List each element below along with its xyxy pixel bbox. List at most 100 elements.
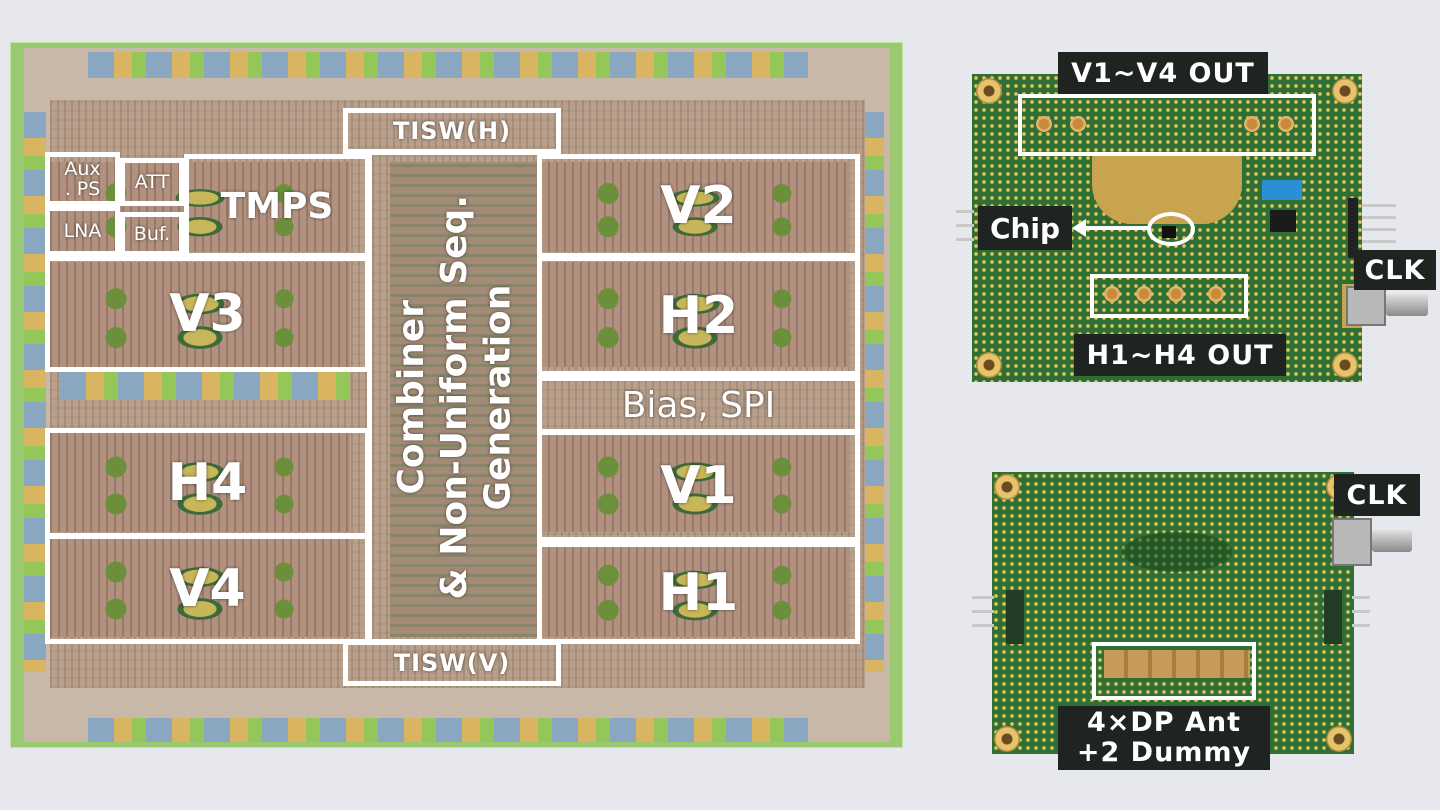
- v-out-label: V1~V4 OUT: [1058, 52, 1268, 94]
- mount-hole: [994, 474, 1020, 500]
- block-h1-label: H1: [658, 563, 739, 623]
- side-header: [1324, 590, 1342, 644]
- chip-arrow-shaft: [1084, 226, 1148, 230]
- block-buf: Buf.: [120, 212, 184, 256]
- mount-hole: [976, 352, 1002, 378]
- v-out-label-text: V1~V4 OUT: [1071, 57, 1255, 89]
- pad-row-mid-left: [60, 372, 350, 400]
- block-tmps-label: TMPS: [220, 185, 334, 227]
- clk-label-top: CLK: [1354, 250, 1436, 290]
- block-att-label: ATT: [134, 171, 170, 193]
- tile-h2: [540, 262, 850, 367]
- pin: [972, 610, 994, 613]
- tile-v3: [50, 262, 350, 367]
- chip-label: Chip: [978, 206, 1072, 250]
- mount-hole: [1332, 352, 1358, 378]
- clk-label-bottom: CLK: [1334, 474, 1420, 516]
- block-h2-label: H2: [658, 286, 739, 346]
- pin: [972, 596, 994, 599]
- block-lna-label: LNA: [63, 220, 102, 242]
- block-v3-label: V3: [169, 284, 246, 344]
- block-att: ATT: [120, 158, 184, 206]
- chip-arrow-head: [1072, 219, 1086, 237]
- pin: [1362, 240, 1396, 243]
- block-tisw-h: TISW(H): [343, 108, 561, 154]
- antenna-label: 4×DP Ant +2 Dummy: [1058, 706, 1270, 770]
- tile-v2: [540, 162, 850, 252]
- trimmer-component: [1262, 180, 1302, 200]
- sma-pad: [1278, 116, 1294, 132]
- antenna-label-line1: 4×DP Ant: [1086, 707, 1242, 738]
- pad-ring-bottom: [88, 718, 808, 742]
- sma-pad: [1104, 286, 1120, 302]
- pin: [972, 624, 994, 627]
- pin: [956, 238, 974, 241]
- block-lna: LNA: [45, 206, 120, 256]
- mount-hole: [1326, 726, 1352, 752]
- clk-sma-barrel: [1386, 294, 1428, 316]
- block-combiner-label: Combiner & Non-Uniform Seq. Generation: [390, 194, 519, 600]
- chip-label-text: Chip: [989, 211, 1061, 245]
- block-aux-ps: Aux . PS: [45, 152, 120, 206]
- side-header: [1006, 590, 1024, 644]
- sma-pad: [1036, 116, 1052, 132]
- pad-ring-left: [24, 112, 46, 672]
- block-combiner: Combiner & Non-Uniform Seq. Generation: [367, 150, 542, 644]
- block-v1-label: V1: [660, 456, 737, 516]
- mount-hole: [1332, 78, 1358, 104]
- v-out-outline: [1018, 94, 1316, 156]
- tile-v4: [50, 537, 350, 637]
- block-v4: V4: [45, 534, 370, 644]
- ground-plane-shadow: [1122, 532, 1232, 572]
- block-v2: V2: [537, 154, 860, 258]
- h-out-label-text: H1~H4 OUT: [1086, 339, 1274, 371]
- block-tisw-h-label: TISW(H): [392, 117, 512, 145]
- pin: [1352, 610, 1370, 613]
- pin: [1362, 204, 1396, 207]
- pin: [1352, 596, 1370, 599]
- tile-v1: [540, 432, 850, 532]
- block-tmps: TMPS: [184, 154, 370, 258]
- block-tisw-v: TISW(V): [343, 640, 561, 686]
- clk-sma-barrel: [1372, 530, 1412, 552]
- tile-combiner: [390, 162, 540, 637]
- clk-sma-connector: [1332, 518, 1372, 566]
- block-bias-spi: Bias, SPI: [537, 376, 860, 434]
- block-v1: V1: [537, 430, 860, 542]
- sma-pad: [1136, 286, 1152, 302]
- pin-header: [1348, 198, 1358, 258]
- block-h4-label: H4: [167, 453, 248, 513]
- antenna-array: [1104, 650, 1250, 678]
- block-v2-label: V2: [660, 176, 737, 236]
- mount-hole: [994, 726, 1020, 752]
- mount-hole: [976, 78, 1002, 104]
- block-bias-spi-label: Bias, SPI: [621, 384, 776, 426]
- clk-label-bottom-text: CLK: [1346, 479, 1408, 511]
- sma-pad: [1208, 286, 1224, 302]
- chip-highlight-ellipse: [1147, 212, 1195, 246]
- sma-pad: [1244, 116, 1260, 132]
- pin: [1352, 624, 1370, 627]
- h-out-outline: [1090, 274, 1248, 318]
- block-v3: V3: [45, 256, 370, 372]
- clk-sma-connector: [1346, 286, 1386, 326]
- pin: [956, 210, 974, 213]
- block-v4-label: V4: [169, 559, 246, 619]
- pad-ring-top: [88, 52, 808, 78]
- pin: [1362, 216, 1396, 219]
- regulator-ic: [1270, 210, 1296, 232]
- pin: [956, 224, 974, 227]
- sma-pad: [1070, 116, 1086, 132]
- block-tisw-v-label: TISW(V): [393, 649, 511, 677]
- antenna-label-line2: +2 Dummy: [1076, 737, 1252, 768]
- block-aux-ps-label: Aux . PS: [64, 158, 101, 200]
- die-micrograph: TISW(H) TISW(V) Aux . PS ATT LNA Buf. TM…: [10, 42, 903, 748]
- pin: [1362, 228, 1396, 231]
- block-h2: H2: [537, 256, 860, 376]
- block-buf-label: Buf.: [133, 223, 171, 245]
- tile-h1: [540, 542, 850, 637]
- antenna-outline: [1092, 642, 1256, 700]
- h-out-label: H1~H4 OUT: [1074, 334, 1286, 376]
- clk-label-top-text: CLK: [1364, 254, 1426, 286]
- block-h1: H1: [537, 542, 860, 644]
